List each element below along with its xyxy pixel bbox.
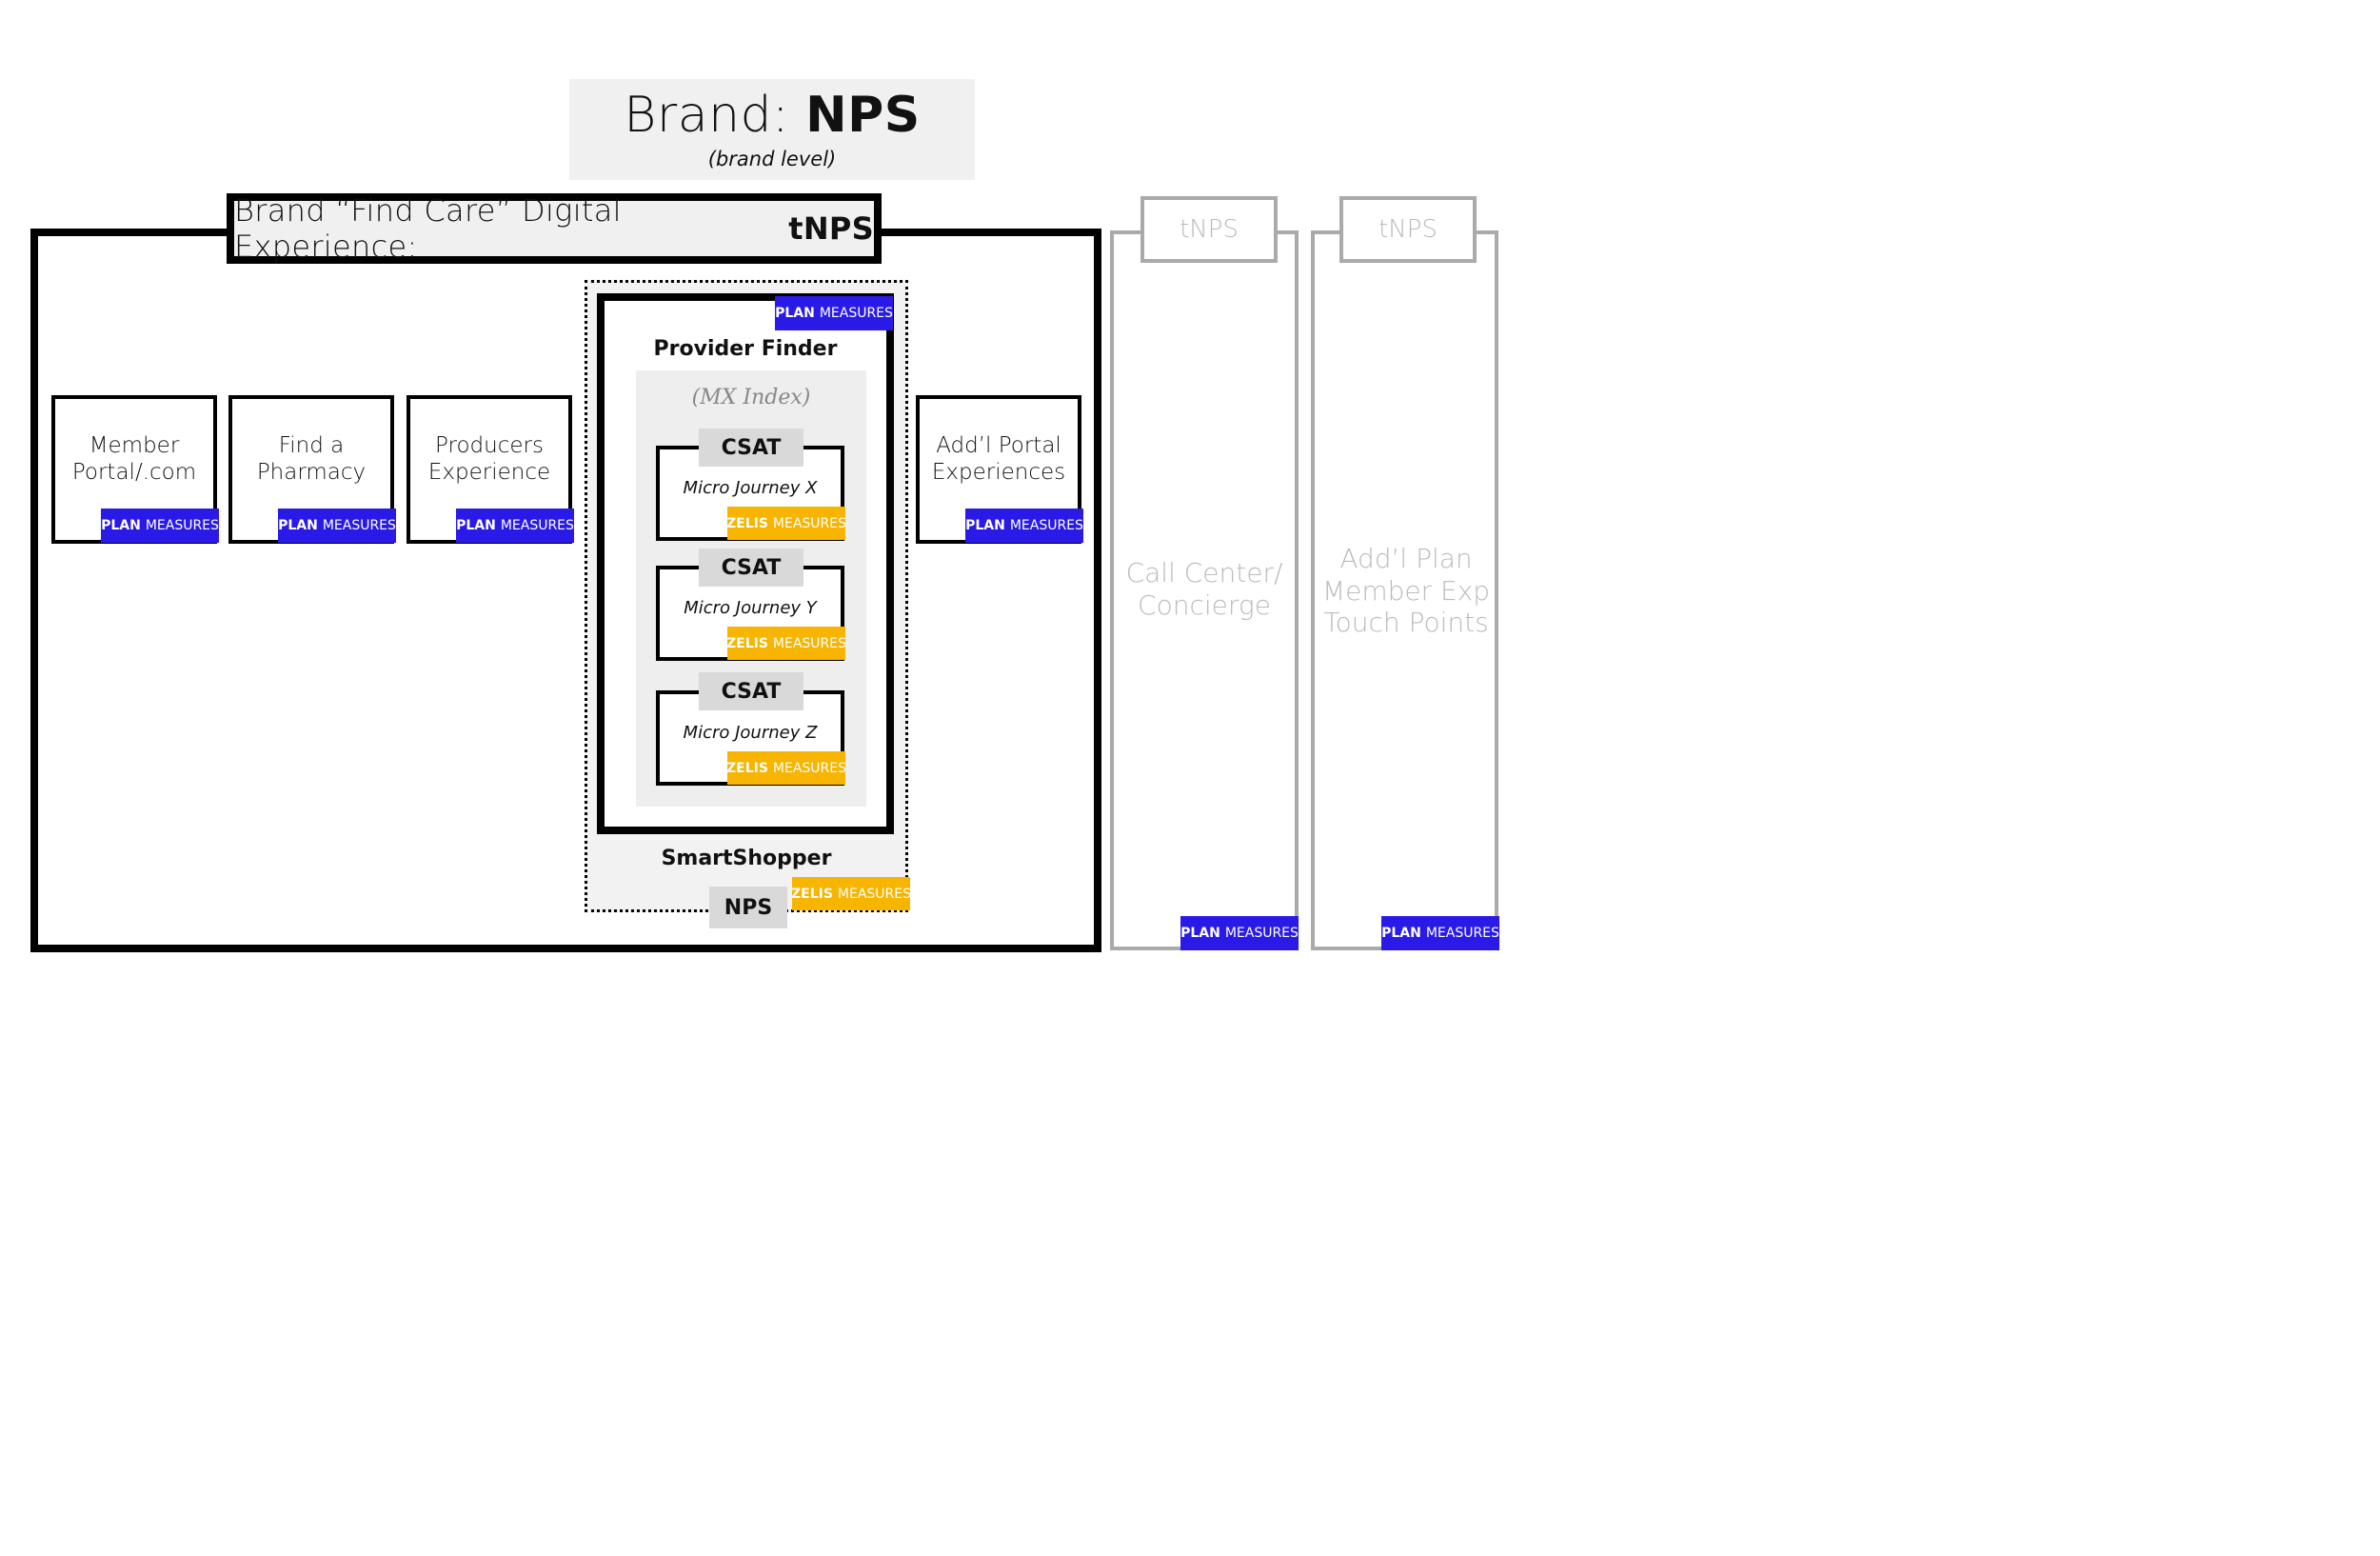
micro-journey-x-csat-tab: CSAT (699, 429, 803, 467)
smartshopper-nps-tab: NPS (709, 887, 787, 928)
brand-subtitle: (brand level) (707, 148, 837, 170)
brand-title: Brand: NPS (624, 87, 921, 144)
call-center-tnps-tab: tNPS (1140, 196, 1278, 263)
find-care-frame (30, 229, 1101, 952)
micro-journey-z-csat-tab: CSAT (699, 672, 803, 710)
call-center-frame (1110, 230, 1299, 950)
micro-journey-y-csat-tab: CSAT (699, 549, 803, 587)
call-center-label: Call Center/ Concierge (1125, 557, 1283, 621)
addl-plan-label: Add’l Plan Member Exp Touch Points (1321, 543, 1491, 639)
addl-plan-tnps-tab: tNPS (1339, 196, 1477, 263)
brand-header: Brand: NPS (brand level) (569, 79, 975, 180)
smartshopper-label: SmartShopper (661, 847, 832, 870)
find-care-title: Brand “Find Care” Digital Experience:tNP… (227, 192, 882, 265)
mx-index-label: (MX Index) (691, 386, 811, 409)
provider-finder-label: Provider Finder (653, 337, 838, 361)
addl-plan-frame (1311, 230, 1498, 950)
